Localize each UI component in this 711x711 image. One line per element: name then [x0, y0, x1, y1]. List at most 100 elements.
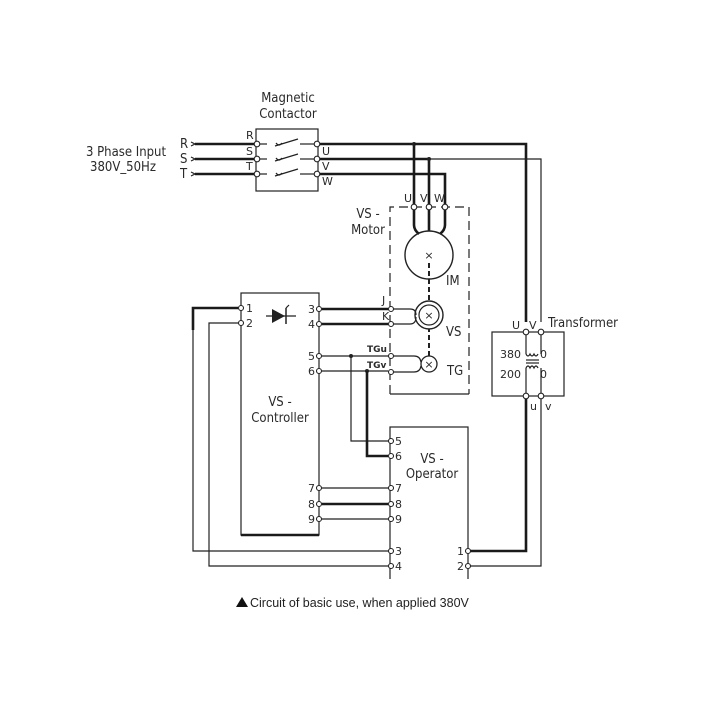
contactor-title-line1: Magnetic — [261, 91, 315, 106]
terminal-operator-5 — [387, 437, 395, 445]
operator-terminal-4-label: 4 — [395, 560, 402, 573]
transformer-coil-icon — [525, 335, 542, 393]
wire-5-operator — [350, 356, 388, 442]
terminal-vs-j — [387, 305, 395, 313]
wire-1-start — [191, 306, 238, 330]
terminal-contactor-v — [313, 155, 321, 163]
contactor-out-v: V — [322, 160, 330, 173]
terminal-operator-2 — [464, 562, 472, 570]
terminal-controller-7 — [315, 484, 323, 492]
input-title-line1: 3 Phase Input — [86, 145, 166, 160]
terminal-transformer-su — [522, 392, 530, 400]
terminal-transformer-v — [537, 328, 545, 336]
tg-label: TG — [446, 364, 463, 379]
contactor-in-t: T — [245, 160, 253, 173]
controller-right-terminals — [315, 305, 323, 523]
terminal-operator-3 — [387, 547, 395, 555]
controller-terminal-6-label: 6 — [308, 365, 315, 378]
controller-terminal-2-label: 2 — [246, 317, 253, 330]
motor-title-line2: Motor — [351, 223, 385, 238]
wire-transformer-u-operator-1 — [470, 399, 528, 553]
terminal-controller-8 — [315, 500, 323, 508]
vs-lead-k — [394, 316, 417, 325]
terminal-operator-7 — [387, 484, 395, 492]
motor-terminal-v-label: V — [420, 192, 428, 205]
controller-terminal-7-label: 7 — [308, 482, 315, 495]
operator-left-terminals — [387, 437, 395, 570]
wire-u-transformer — [414, 142, 528, 322]
controller-terminal-4-label: 4 — [308, 318, 315, 331]
terminal-controller-3 — [315, 305, 323, 313]
controller-terminal-8-label: 8 — [308, 498, 315, 511]
vs-clutch-inner-icon — [418, 304, 440, 326]
terminal-tg-u — [387, 352, 395, 360]
triangle-icon — [236, 597, 248, 607]
contactor-in-s: S — [246, 145, 253, 158]
vs-terminal-j-label: J — [381, 294, 385, 307]
input-title-line2: 380V_50Hz — [90, 160, 156, 175]
terminal-contactor-w — [313, 170, 321, 178]
operator-terminal-3-label: 3 — [395, 545, 402, 558]
im-label: IM — [446, 274, 460, 289]
terminal-controller-4 — [315, 320, 323, 328]
terminal-transformer-u — [522, 328, 530, 336]
operator-box-bottom-mask — [389, 579, 469, 583]
operator-terminal-1-label: 1 — [457, 545, 464, 558]
motor-lead-w — [439, 210, 447, 236]
motor-center-mark: × — [424, 249, 433, 262]
operator-title-line1: VS - — [420, 452, 443, 467]
tg-terminal-v-label: TGv — [367, 361, 387, 371]
terminal-controller-6 — [315, 367, 323, 375]
terminal-contactor-r — [253, 140, 261, 148]
terminal-operator-8 — [387, 500, 395, 508]
operator-terminal-9-label: 9 — [395, 513, 402, 526]
transformer-primary-v-label: V — [529, 319, 537, 332]
motor-lead-u — [412, 210, 420, 236]
terminal-operator-4 — [387, 562, 395, 570]
transformer-secondary-u-label: u — [530, 400, 537, 413]
wire-v-transformer — [429, 158, 542, 322]
terminal-controller-9 — [315, 515, 323, 523]
wire-1-operator-3 — [192, 330, 388, 552]
motor-terminal-w-label: W — [434, 192, 445, 205]
transformer-secondary-voltage: 200 — [500, 368, 521, 381]
wire-transformer-v-operator-2 — [470, 399, 542, 567]
transformer-tap-primary: 0 — [540, 348, 547, 361]
phase-label-t: T — [179, 167, 188, 182]
tg-lead-u — [394, 355, 422, 363]
controller-terminal-5-label: 5 — [308, 350, 315, 363]
terminal-motor-u — [410, 203, 418, 211]
contactor-title-line2: Contactor — [259, 107, 317, 122]
operator-terminal-2-label: 2 — [457, 560, 464, 573]
tachogenerator-icon — [420, 355, 438, 373]
transformer-title: Transformer — [547, 316, 618, 331]
terminal-tg-v — [387, 368, 395, 376]
terminal-contactor-t — [253, 170, 261, 178]
controller-title-line1: VS - — [268, 395, 291, 410]
terminal-contactor-u — [313, 140, 321, 148]
terminal-operator-9 — [387, 515, 395, 523]
contactor-out-w: W — [322, 175, 333, 188]
operator-terminal-7-label: 7 — [395, 482, 402, 495]
wire-w-motor — [320, 172, 447, 204]
diode-icon — [266, 304, 296, 324]
vs-label: VS — [446, 325, 461, 340]
controller-terminal-3-label: 3 — [308, 303, 315, 316]
vs-lead-j — [394, 308, 417, 316]
controller-title-line2: Controller — [251, 411, 309, 426]
wire-v-motor — [320, 157, 431, 204]
transformer-secondary-v-label: v — [545, 400, 552, 413]
operator-title-line2: Operator — [406, 467, 459, 482]
terminal-controller-1 — [237, 304, 245, 312]
terminal-contactor-s — [253, 155, 261, 163]
phase-label-s: S — [180, 152, 187, 167]
terminal-transformer-sv — [537, 392, 545, 400]
terminal-operator-6 — [387, 452, 395, 460]
contactor-switches — [259, 138, 315, 177]
terminal-motor-w — [441, 203, 449, 211]
caption-text: Circuit of basic use, when applied 380V — [250, 596, 470, 610]
transformer-tap-secondary: 0 — [540, 368, 547, 381]
vs-center-mark: × — [424, 309, 433, 322]
tg-terminal-u-label: TGu — [367, 345, 387, 355]
